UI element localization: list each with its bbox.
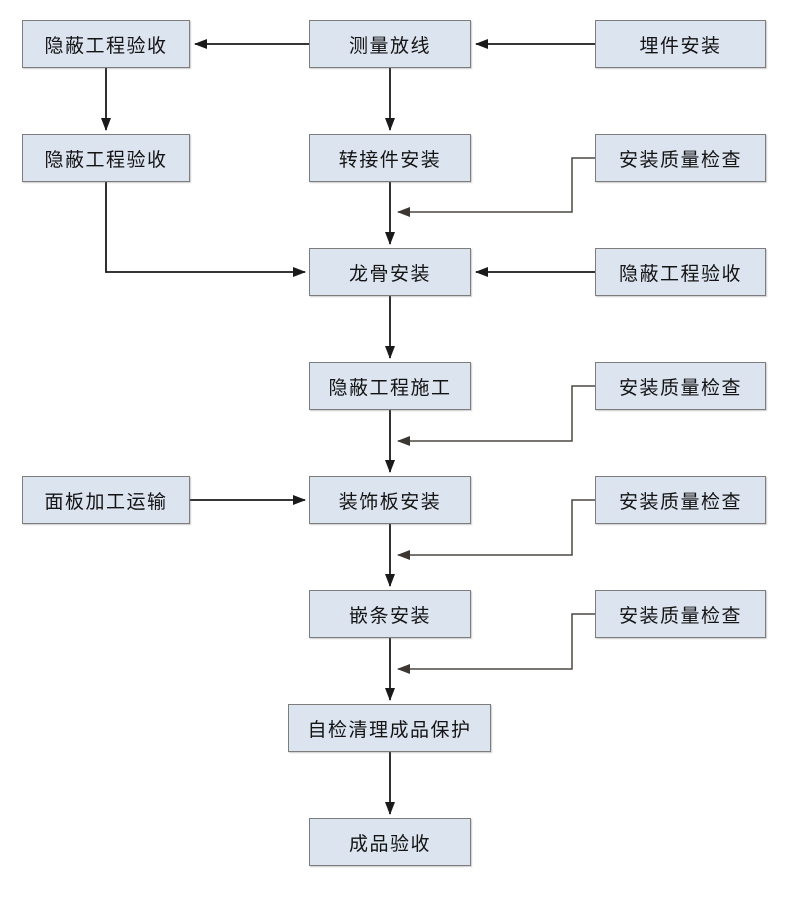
- node-label: 隐蔽工程验收: [44, 148, 168, 171]
- node-label: 嵌条安装: [348, 604, 431, 627]
- connector-quality4-to-flow: [397, 613, 595, 674]
- node-label: 安装质量检查: [618, 490, 742, 513]
- connector-quality1-to-flow: [397, 157, 595, 217]
- node-self-check-clean-protect: 自检清理成品保护: [288, 704, 491, 752]
- node-label: 隐蔽工程验收: [44, 34, 168, 57]
- node-hidden-works-acceptance-1: 隐蔽工程验收: [22, 20, 190, 68]
- node-label: 埋件安装: [639, 34, 722, 57]
- node-embed-parts-install: 埋件安装: [595, 20, 766, 68]
- node-label: 安装质量检查: [618, 604, 742, 627]
- node-hidden-works-acceptance-3: 隐蔽工程验收: [595, 248, 766, 296]
- node-adapter-install: 转接件安装: [309, 134, 471, 182]
- node-panel-processing-transport: 面板加工运输: [22, 476, 190, 524]
- node-label: 隐蔽工程施工: [328, 376, 452, 399]
- node-keel-install: 龙骨安装: [309, 248, 471, 296]
- connector-quality3-to-flow: [397, 499, 595, 560]
- node-hidden-works-construction: 隐蔽工程施工: [309, 362, 471, 410]
- node-label: 安装质量检查: [618, 376, 742, 399]
- node-label: 测量放线: [348, 34, 431, 57]
- node-label: 成品验收: [348, 832, 431, 855]
- node-label: 安装质量检查: [618, 148, 742, 171]
- node-install-quality-check-2: 安装质量检查: [595, 362, 766, 410]
- node-label: 隐蔽工程验收: [618, 262, 742, 285]
- node-install-quality-check-3: 安装质量检查: [595, 476, 766, 524]
- node-trim-strip-install: 嵌条安装: [309, 590, 471, 638]
- node-measure-layout: 测量放线: [309, 20, 471, 68]
- node-label: 自检清理成品保护: [307, 718, 472, 741]
- node-install-quality-check-1: 安装质量检查: [595, 134, 766, 182]
- node-label: 面板加工运输: [44, 490, 168, 513]
- connector-quality2-to-flow: [397, 385, 595, 446]
- node-label: 装饰板安装: [338, 490, 442, 513]
- node-finished-product-acceptance: 成品验收: [309, 818, 471, 866]
- node-install-quality-check-4: 安装质量检查: [595, 590, 766, 638]
- node-label: 龙骨安装: [348, 262, 431, 285]
- arrow-hidden2-to-keel: [105, 182, 306, 277]
- node-hidden-works-acceptance-2: 隐蔽工程验收: [22, 134, 190, 182]
- node-decorative-panel-install: 装饰板安装: [309, 476, 471, 524]
- node-label: 转接件安装: [338, 148, 442, 171]
